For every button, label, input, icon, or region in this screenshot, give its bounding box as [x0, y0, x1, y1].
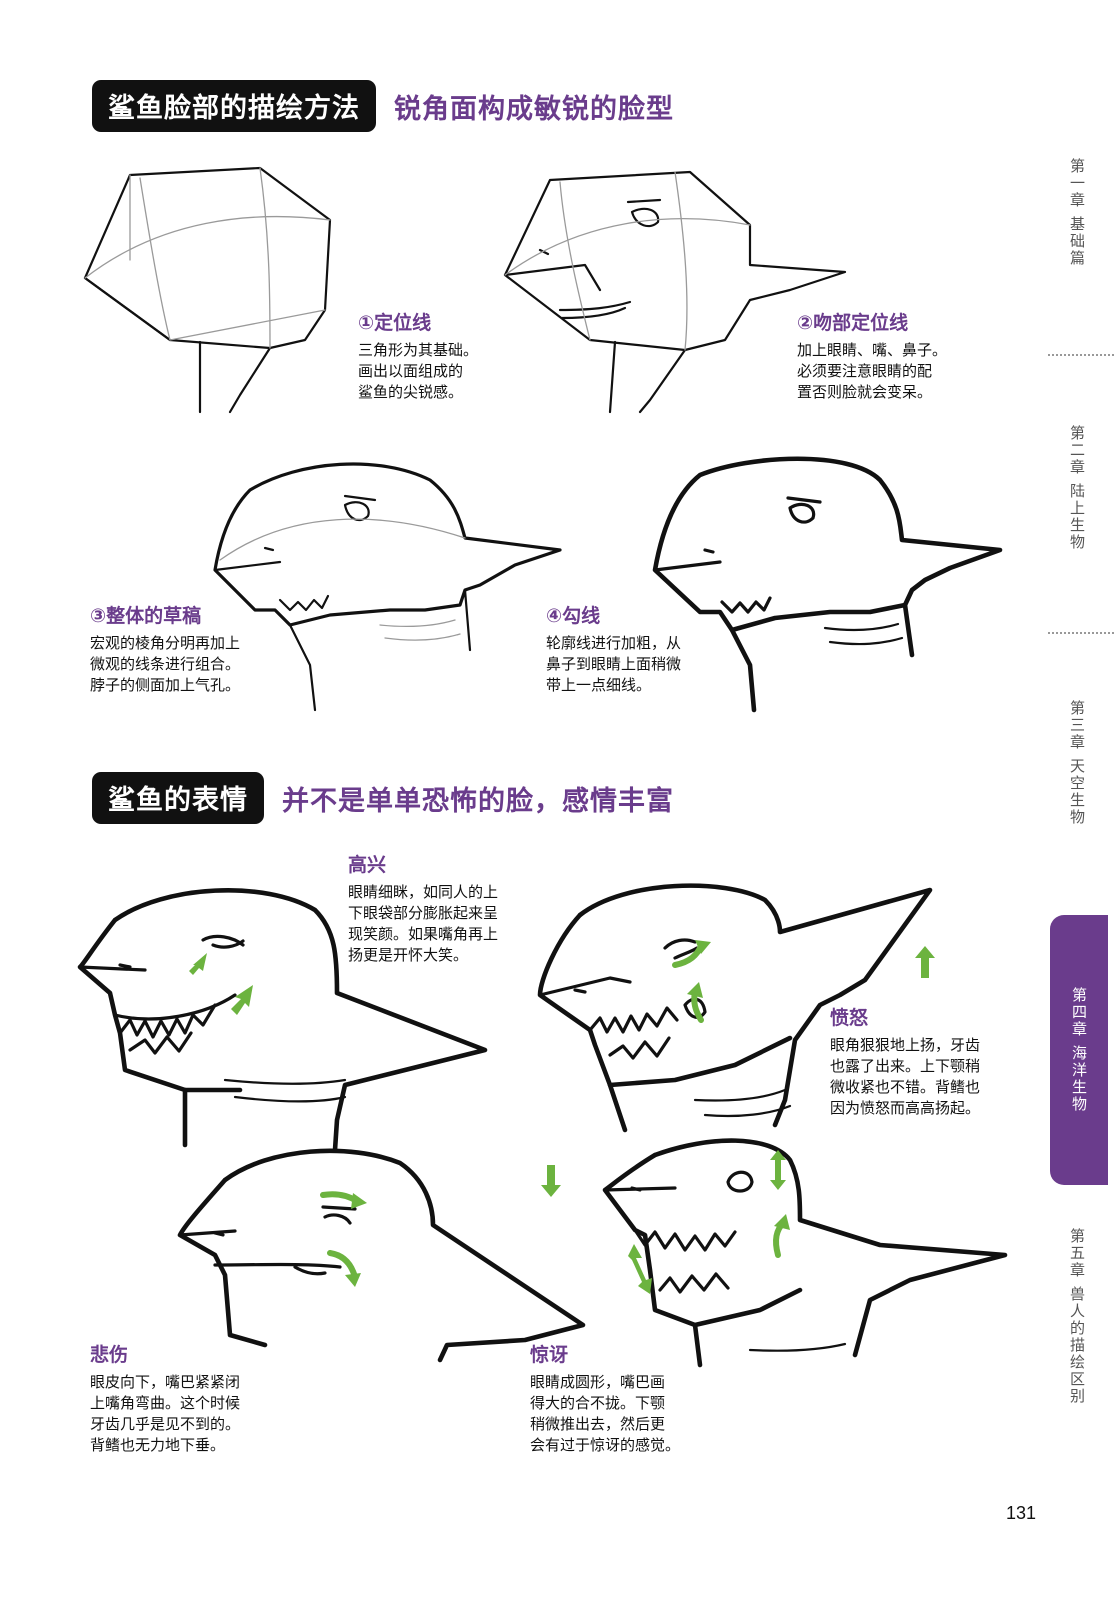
section-header-expressions: 鲨鱼的表情 并不是单单恐怖的脸，感情丰富: [92, 772, 674, 824]
chapter-divider: [1048, 354, 1114, 356]
step-text: 轮廓线进行加粗，从 鼻子到眼睛上面稍微 带上一点细线。: [546, 634, 682, 694]
section-subtitle: 并不是单单恐怖的脸，感情丰富: [282, 785, 674, 817]
step-caption-3: ③整体的草稿 宏观的棱角分明再加上 微观的线条进行组合。 脖子的侧面加上气孔。: [90, 601, 240, 696]
expression-caption-happy: 高兴 眼睛细眯，如同人的上 下眼袋部分膨胀起来呈 现笑颜。如果嘴角再上 扬更是开…: [348, 850, 498, 966]
section-header-face-method: 鲨鱼脸部的描绘方法 锐角面构成敏锐的脸型: [92, 80, 674, 132]
expression-text: 眼角狠狠地上扬，牙齿 也露了出来。上下颚稍 微收紧也不错。背鳍也 因为愤怒而高高…: [830, 1036, 981, 1117]
shark-expression-sad: [177, 1148, 586, 1363]
chapter-tab-3[interactable]: 第三章 天空生物: [1068, 700, 1086, 826]
chapter-tab-2[interactable]: 第二章 陆上生物: [1068, 425, 1086, 551]
section-badge: 鲨鱼的表情: [92, 772, 264, 824]
expression-text: 眼睛成圆形，嘴巴画 得大的合不拢。下颚 稍微推出去，然后更 会有过于惊讶的感觉。: [530, 1373, 681, 1454]
step-title: ③整体的草稿: [90, 605, 202, 627]
step-title: ②吻部定位线: [797, 312, 909, 334]
expression-title: 愤怒: [830, 1007, 869, 1029]
expression-title: 悲伤: [90, 1344, 129, 1366]
shark-expression-angry: [537, 883, 935, 1133]
chapter-tab-4-active[interactable]: 第四章 海洋生物: [1050, 915, 1108, 1185]
shark-sketch-step4: [652, 456, 1003, 713]
shark-sketch-step2: [503, 170, 847, 414]
step-title: ①定位线: [358, 312, 432, 334]
expression-caption-sad: 悲伤 眼皮向下，嘴巴紧紧闭 上嘴角弯曲。这个时候 牙齿几乎是见不到的。 背鳍也无…: [90, 1340, 240, 1456]
section-subtitle: 锐角面构成敏锐的脸型: [394, 93, 674, 125]
expression-text: 眼皮向下，嘴巴紧紧闭 上嘴角弯曲。这个时候 牙齿几乎是见不到的。 背鳍也无力地下…: [90, 1373, 241, 1454]
step-title: ④勾线: [546, 605, 601, 627]
chapter-tab-5[interactable]: 第五章 兽人的描绘区别: [1068, 1228, 1086, 1405]
shark-expression-surprised: [602, 1138, 1008, 1368]
page-number: 131: [1006, 1503, 1037, 1523]
chapter-tab-1[interactable]: 第一章 基础篇: [1068, 158, 1086, 267]
step-caption-1: ①定位线 三角形为其基础。 画出以面组成的 鲨鱼的尖锐感。: [358, 308, 478, 403]
expression-caption-angry: 愤怒 眼角狠狠地上扬，牙齿 也露了出来。上下颚稍 微收紧也不错。背鳍也 因为愤怒…: [830, 1003, 980, 1119]
expression-title: 高兴: [348, 854, 387, 876]
shark-sketch-step3: [213, 462, 562, 712]
expression-caption-surprised: 惊讶 眼睛成圆形，嘴巴画 得大的合不拢。下颚 稍微推出去，然后更 会有过于惊讶的…: [530, 1340, 680, 1456]
chapter-divider: [1048, 632, 1114, 634]
expression-title: 惊讶: [530, 1344, 569, 1366]
step-text: 加上眼睛、嘴、鼻子。 必须要注意眼睛的配 置否则脸就会变呆。: [797, 341, 948, 401]
step-caption-4: ④勾线 轮廓线进行加粗，从 鼻子到眼睛上面稍微 带上一点细线。: [546, 601, 681, 696]
shark-sketch-step1: [83, 166, 332, 414]
shark-expression-happy: [77, 888, 488, 1153]
step-text: 宏观的棱角分明再加上 微观的线条进行组合。 脖子的侧面加上气孔。: [90, 634, 241, 694]
step-caption-2: ②吻部定位线 加上眼睛、嘴、鼻子。 必须要注意眼睛的配 置否则脸就会变呆。: [797, 308, 947, 403]
chapter-sidebar: 第一章 基础篇 第二章 陆上生物 第三章 天空生物 第四章 海洋生物 第五章 兽…: [1038, 140, 1118, 1510]
section-badge: 鲨鱼脸部的描绘方法: [92, 80, 376, 132]
expression-text: 眼睛细眯，如同人的上 下眼袋部分膨胀起来呈 现笑颜。如果嘴角再上 扬更是开怀大笑…: [348, 883, 499, 964]
step-text: 三角形为其基础。 画出以面组成的 鲨鱼的尖锐感。: [358, 341, 479, 401]
